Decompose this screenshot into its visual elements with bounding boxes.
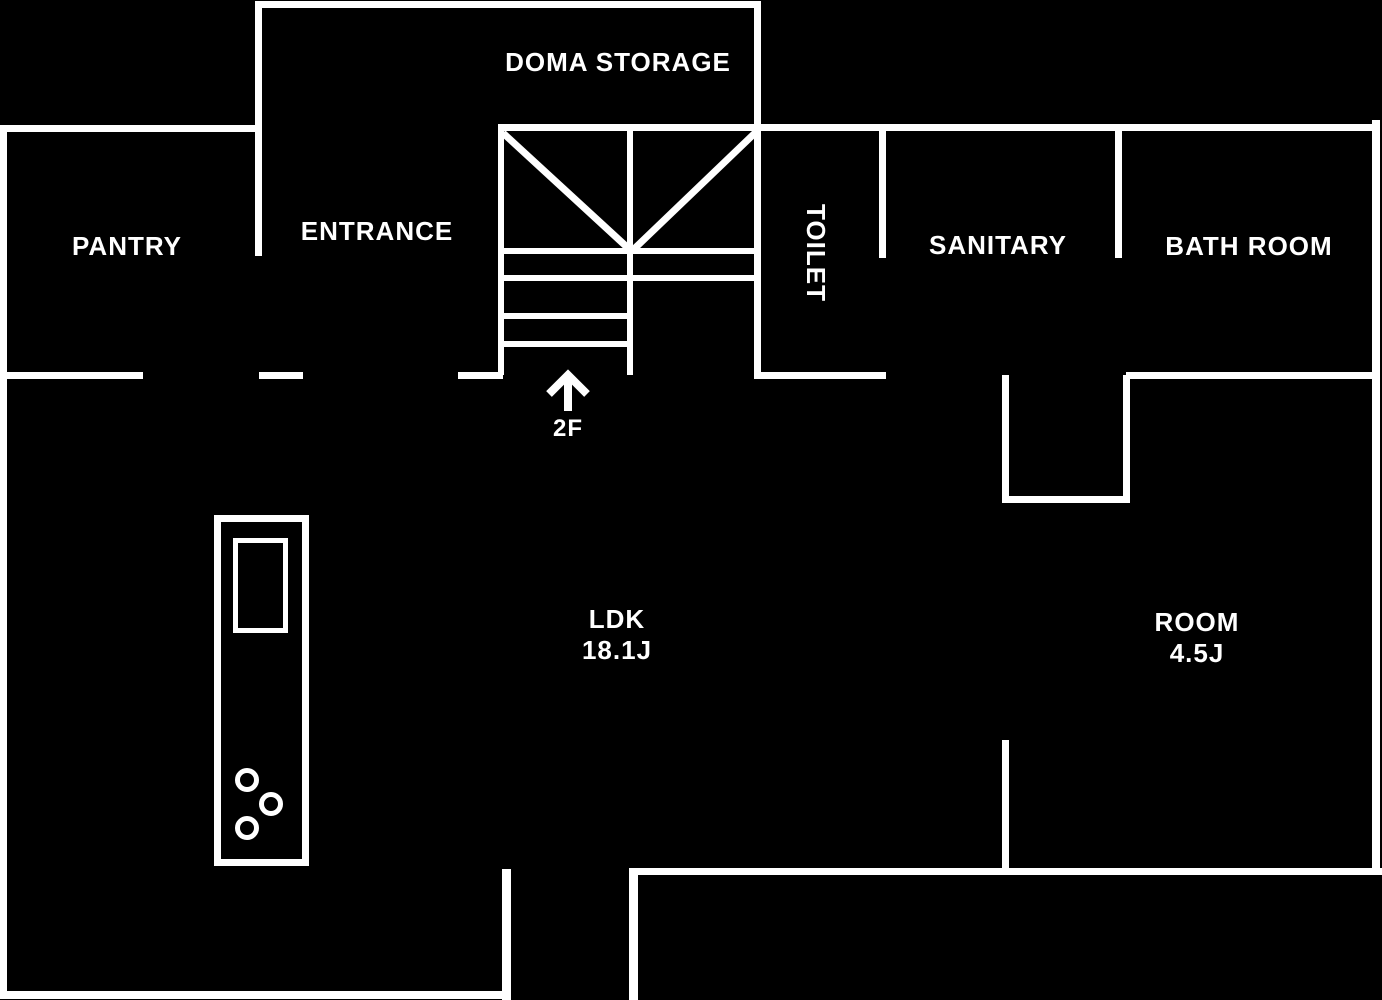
- wall-terrace-right: [629, 868, 638, 1000]
- wall-entrance-bottom-stub: [259, 372, 303, 379]
- room-label-sanitary: SANITARY: [929, 230, 1067, 260]
- stair-direction-lines-icon: [500, 129, 759, 252]
- wall-left-outer: [0, 125, 7, 998]
- room-label-entrance: ENTRANCE: [300, 216, 454, 246]
- room-label-bath-room: BATH ROOM: [1165, 231, 1333, 261]
- stairs-destination-label: 2F: [552, 415, 584, 442]
- room-label-doma-storage: DOMA STORAGE: [505, 47, 731, 77]
- wall-room-top: [1126, 372, 1380, 379]
- stove-burner-icon: [235, 816, 259, 840]
- wall-top-main: [498, 124, 1380, 131]
- wall-ldk-entry-stub: [458, 372, 503, 379]
- stair-tread-line-3: [500, 313, 631, 319]
- wall-toilet-right: [879, 130, 886, 258]
- stair-tread-line-4: [500, 341, 631, 347]
- wall-toilet-bottom: [757, 372, 886, 379]
- wall-closet-left: [1002, 375, 1009, 503]
- wall-room-left: [1002, 740, 1009, 871]
- wall-closet-bottom: [1002, 496, 1130, 503]
- stove-burner-icon: [259, 792, 283, 816]
- kitchen-sink: [233, 538, 288, 633]
- room-label-ldk: LDK 18.1J: [582, 604, 652, 666]
- room-size: 4.5J: [1169, 638, 1225, 668]
- stair-tread-line-1: [500, 248, 758, 254]
- wall-bottom-right: [631, 868, 1382, 875]
- stair-tread-line-2: [500, 275, 758, 281]
- wall-bottom-left: [0, 991, 510, 999]
- wall-terrace-left: [502, 869, 511, 1000]
- up-arrow-icon: [546, 369, 590, 411]
- stove-burner-icon: [235, 768, 259, 792]
- room-label-pantry: PANTRY: [72, 231, 182, 261]
- ldk-size: 18.1J: [581, 635, 653, 665]
- ldk-name: LDK: [588, 604, 646, 634]
- room-label-toilet: TOILET: [801, 204, 831, 302]
- room-name: ROOM: [1154, 607, 1240, 637]
- room-label-room: ROOM 4.5J: [1155, 607, 1240, 669]
- wall-top-left: [0, 125, 255, 132]
- wall-doma-top: [255, 1, 760, 8]
- wall-entrance-left: [255, 1, 262, 256]
- wall-sanitary-bath-divider: [1115, 130, 1122, 258]
- wall-closet-right: [1123, 375, 1130, 503]
- wall-pantry-bottom: [7, 372, 143, 379]
- wall-doma-right-toilet-left: [754, 1, 761, 379]
- wall-right-outer: [1372, 120, 1380, 868]
